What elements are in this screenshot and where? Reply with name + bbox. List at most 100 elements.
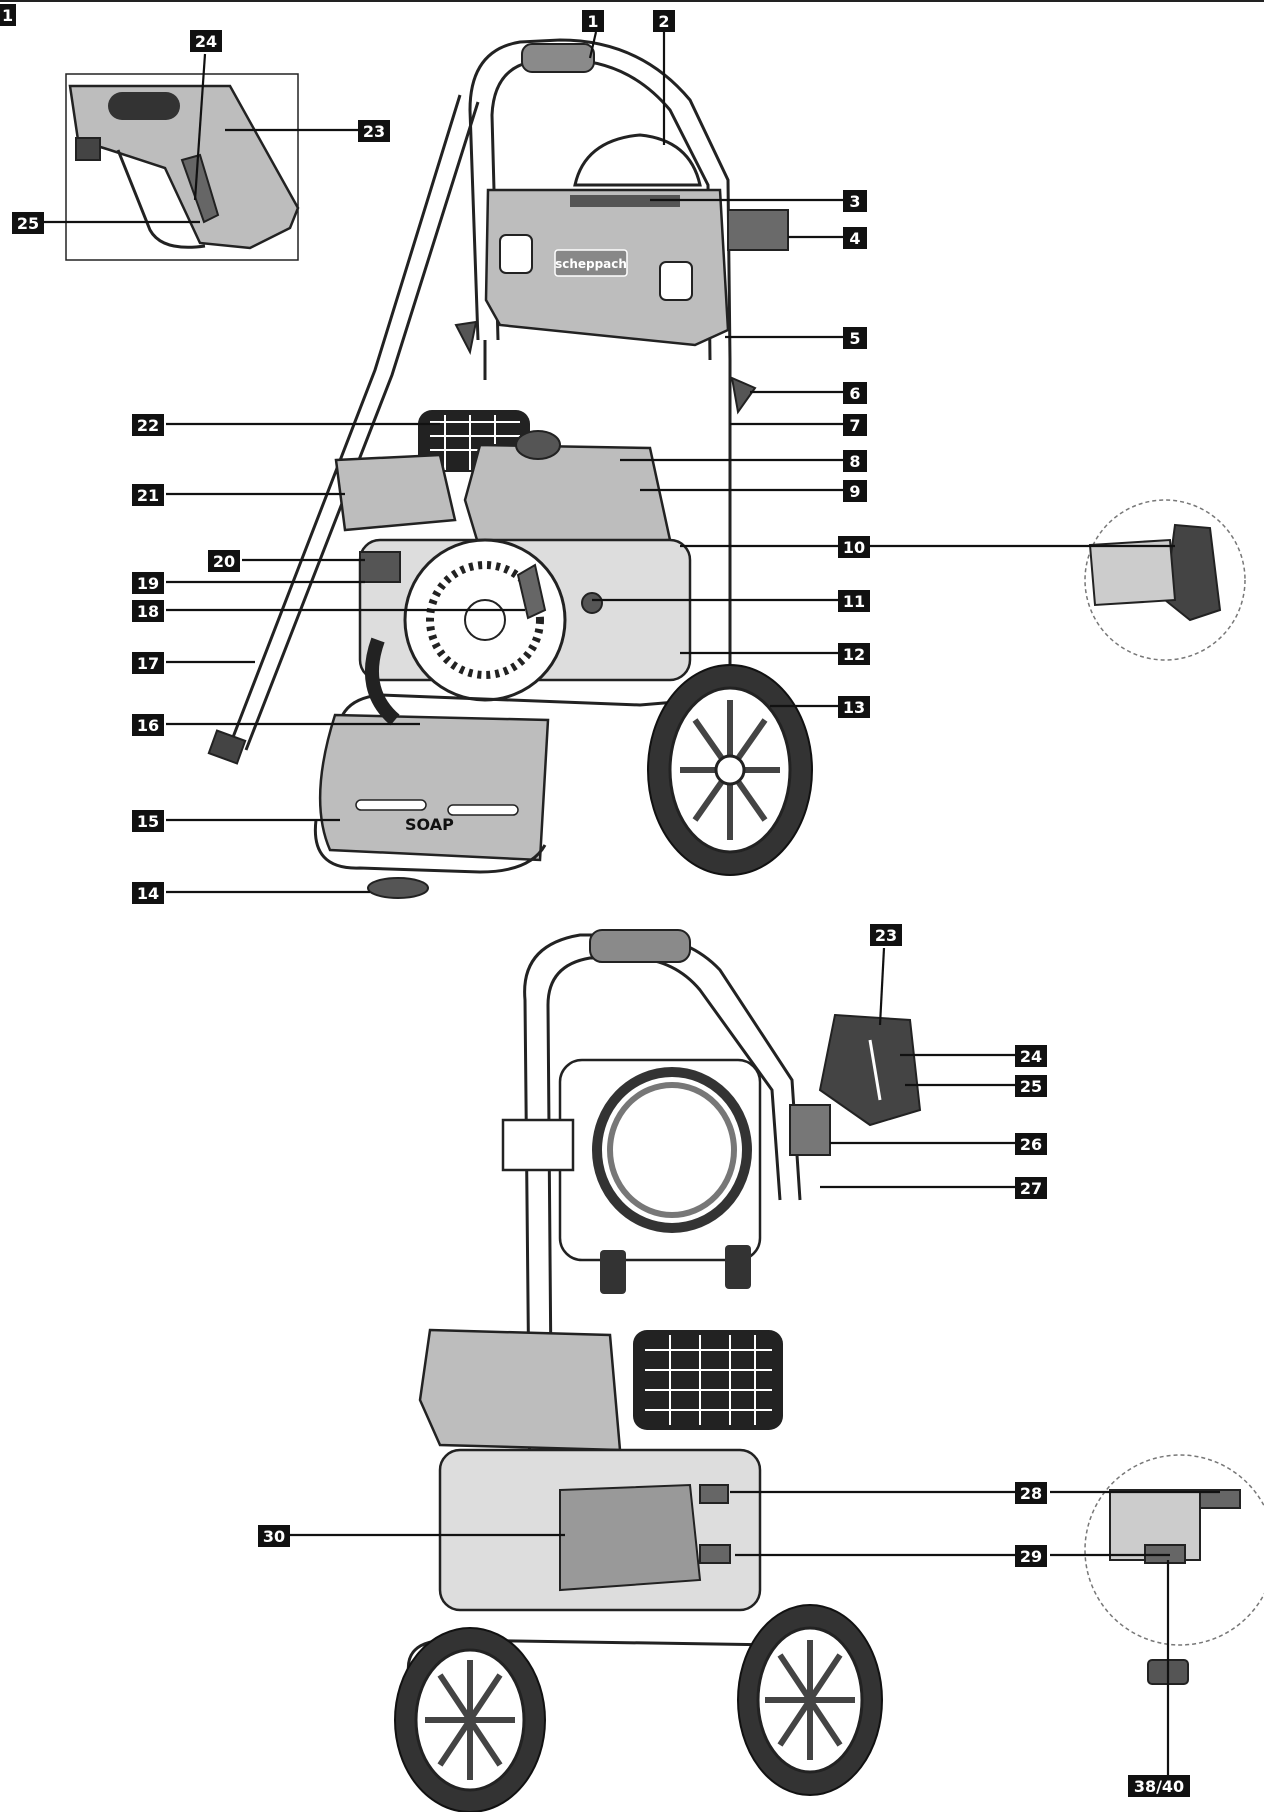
rear-air-filter: [633, 1330, 783, 1430]
callout-1: 1: [587, 12, 598, 31]
callout-box-7: [843, 414, 867, 436]
callout-box-23b: [870, 924, 902, 946]
soap-window-2: [447, 804, 519, 816]
callout-15: 15: [137, 812, 159, 831]
callout-box-11: [838, 590, 870, 612]
nozzle-holder: [727, 209, 789, 251]
left-wheel: [364, 637, 400, 726]
trigger-lever: [180, 153, 220, 224]
callout-box-19: [132, 572, 164, 594]
callout-box-25b: [1015, 1075, 1047, 1097]
callout-29: 29: [1020, 1547, 1042, 1566]
callout-box-9: [843, 480, 867, 502]
callout-box-12: [838, 643, 870, 665]
rear-trigger-loop: [868, 1039, 882, 1101]
callout-4: 4: [849, 229, 860, 248]
callout-box-8: [843, 450, 867, 472]
callout-13: 13: [843, 698, 865, 717]
callout-25b: 25: [1020, 1077, 1042, 1096]
callout-box-5: [843, 327, 867, 349]
callout-box-10: [838, 536, 870, 558]
callout-24: 24: [195, 32, 217, 51]
rear-inlet: [699, 1484, 729, 1504]
callout-box-18: [132, 600, 164, 622]
panel-window-right: [659, 261, 693, 301]
callout-box-2: [653, 10, 675, 32]
rear-hose-coil-2: [607, 1082, 737, 1218]
trigger-loop: [116, 149, 206, 249]
rear-hose-coil: [592, 1067, 752, 1233]
callout-6: 6: [849, 384, 860, 403]
fuel-cap: [515, 430, 561, 460]
callout-10: 10: [843, 538, 865, 557]
callout-30: 30: [263, 1527, 285, 1546]
figure-number: 1: [2, 6, 13, 25]
callout-16: 16: [137, 716, 159, 735]
callout-3: 3: [849, 192, 860, 211]
callout-18: 18: [137, 602, 159, 621]
callout-box-24b: [1015, 1045, 1047, 1067]
lance-nozzle: [207, 729, 247, 765]
callout-24b: 24: [1020, 1047, 1042, 1066]
rear-bucket-left: [501, 1118, 575, 1172]
callout-12: 12: [843, 645, 865, 664]
callout-box-16: [132, 714, 164, 736]
rear-trigger-gun: [818, 1013, 922, 1127]
callout-7: 7: [849, 416, 860, 435]
callout-box-1: [582, 10, 604, 32]
callout-27: 27: [1020, 1179, 1042, 1198]
leader-1: [588, 31, 598, 59]
callout-23b: 23: [875, 926, 897, 945]
rear-wheel-left-spokes: [425, 1660, 515, 1780]
callout-21: 21: [137, 486, 159, 505]
callout-28: 28: [1020, 1484, 1042, 1503]
callout-box-3840: [1128, 1775, 1190, 1797]
leader-23b: [878, 947, 886, 1026]
callout-box-30: [258, 1525, 290, 1547]
handle-frame: [468, 38, 732, 361]
rear-air-filter-grid: [645, 1335, 772, 1425]
callout-box-4: [843, 227, 867, 249]
callout-2: 2: [658, 12, 669, 31]
spray-lance: [228, 94, 462, 746]
right-wheel-hub: [714, 754, 746, 786]
leader-24: [193, 53, 207, 201]
callout-9: 9: [849, 482, 860, 501]
callout-11: 11: [843, 592, 865, 611]
figure-number-box: [0, 4, 16, 26]
recoil-starter-hub: [464, 599, 506, 641]
foot: [367, 877, 429, 899]
callout-box-27: [1015, 1177, 1047, 1199]
callout-box-22: [132, 414, 164, 436]
callout-box-3: [843, 190, 867, 212]
rear-view: [394, 929, 1264, 1812]
callout-3840: 38/40: [1134, 1777, 1184, 1796]
callout-box-15: [132, 810, 164, 832]
rear-outlet: [699, 1544, 731, 1564]
detail-tank: [1088, 538, 1177, 607]
front-view: scheppach SOAP: [65, 38, 1246, 899]
callout-26: 26: [1020, 1135, 1042, 1154]
detail-inlet: [1199, 1489, 1241, 1509]
callout-23: 23: [363, 122, 385, 141]
callout-box-20: [208, 550, 240, 572]
callout-5: 5: [849, 329, 860, 348]
callout-17: 17: [137, 654, 159, 673]
callout-box-23: [358, 120, 390, 142]
gun-fitting: [75, 137, 101, 161]
pull-handle: [516, 563, 547, 620]
handle-grip: [521, 43, 595, 73]
frame-knob-left: [454, 320, 478, 355]
recoil-starter-fan: [426, 561, 544, 679]
soap-window: [355, 799, 427, 811]
panel-window-left: [499, 234, 533, 274]
base-front: [313, 819, 547, 874]
rear-handle-grip: [589, 929, 691, 963]
rear-knob-mid: [725, 1245, 751, 1289]
rear-knob-left: [600, 1250, 626, 1294]
callouts: 1 2 3 4 5 6 7 8 9 10 11 12 13 14 15 16 1…: [12, 10, 1190, 1797]
leader-lines: [44, 31, 1220, 1775]
hose-reel: [573, 133, 702, 187]
rear-fuel-tank: [418, 1328, 622, 1452]
callout-8: 8: [849, 452, 860, 471]
